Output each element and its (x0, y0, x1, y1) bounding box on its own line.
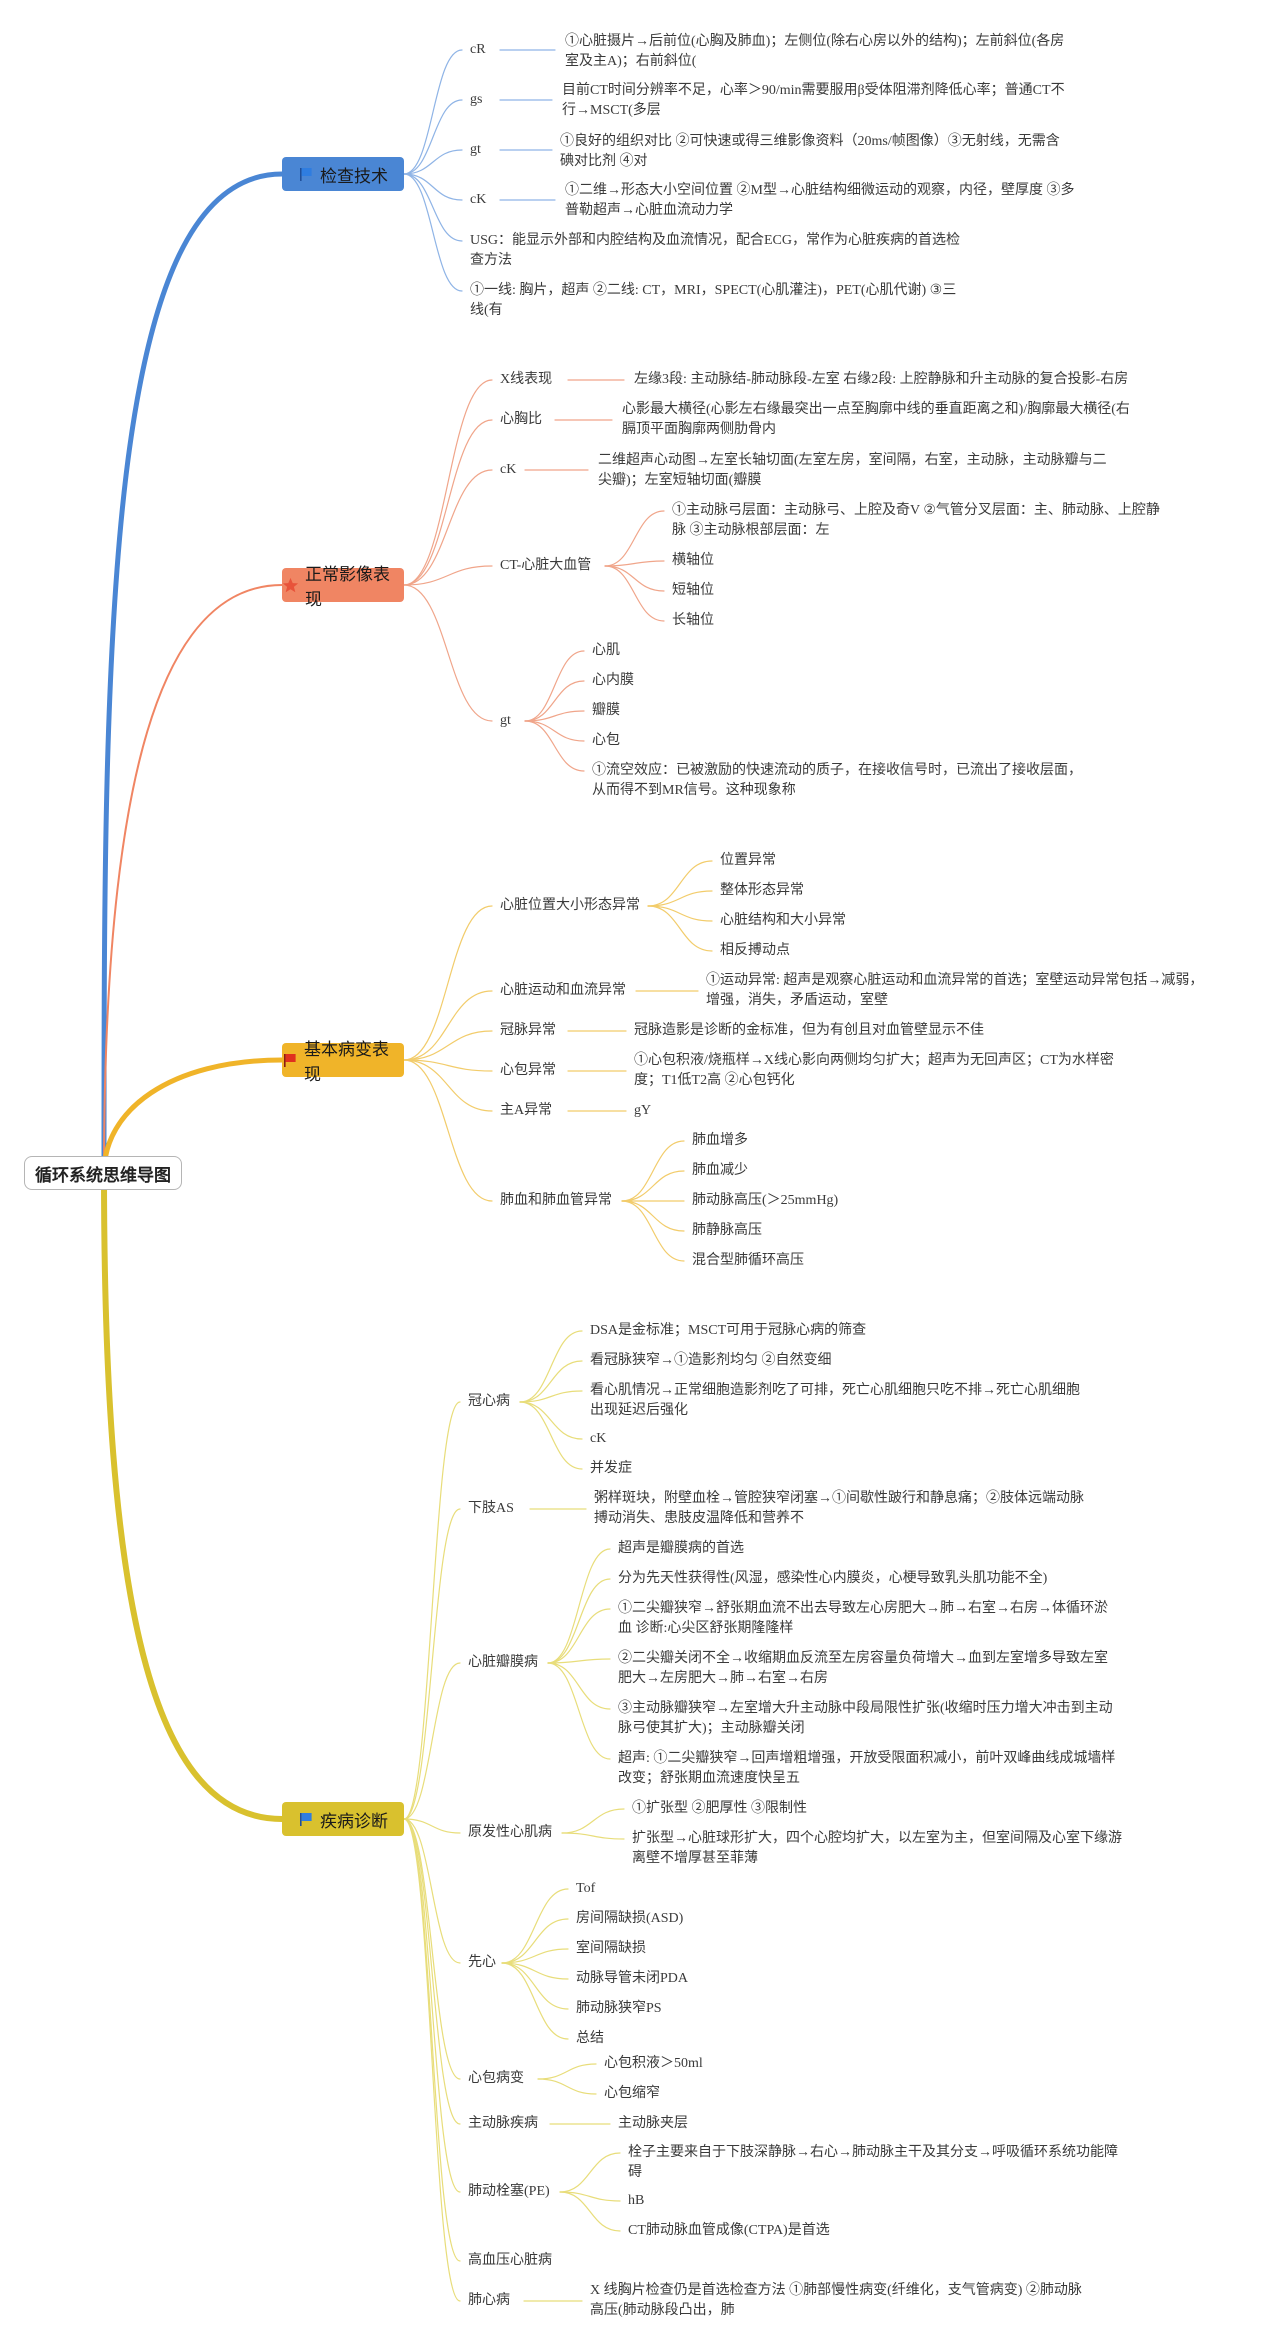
normal-item-ctr[interactable]: 心胸比 (500, 412, 542, 427)
category-exam[interactable]: 检查技术 (282, 157, 404, 191)
disease-peri-child-1: 心包积液＞50ml (604, 2056, 703, 2071)
disease-peri-child-2: 心包缩窄 (604, 2086, 660, 2101)
normal-item-ck[interactable]: cK (500, 462, 517, 477)
basic-item-pericardium-detail: ①心包积液/烧瓶样→X线心影向两侧均匀扩大；超声为无回声区；CT为水样密度；T1… (634, 1053, 1114, 1088)
normal-gt-child-4: 心包 (592, 733, 620, 748)
disease-chd-child-1: DSA是金标准；MSCT可用于冠脉心病的筛查 (590, 1323, 867, 1338)
disease-item-pericardial[interactable]: 心包病变 (468, 2071, 524, 2086)
disease-item-hypertensive[interactable]: 高血压心脏病 (468, 2253, 552, 2268)
basic-position-child-4: 相反搏动点 (720, 943, 790, 958)
disease-valve-child-3: ①二尖瓣狭窄→舒张期血流不出去导致左心房肥大→肺→右室→右房→体循环淤血 诊断:… (618, 1601, 1108, 1636)
basic-item-pericardium[interactable]: 心包异常 (500, 1063, 556, 1078)
disease-chd-child-5: 并发症 (590, 1461, 632, 1476)
category-disease[interactable]: 疾病诊断 (282, 1802, 404, 1836)
disease-valve-child-2: 分为先天性获得性(风湿，感染性心内膜炎，心梗导致乳头肌功能不全) (618, 1571, 1048, 1586)
category-disease-label: 疾病诊断 (320, 1811, 388, 1831)
basic-item-coronary[interactable]: 冠脉异常 (500, 1023, 556, 1038)
red-flag-icon (282, 1052, 298, 1068)
normal-item-xray[interactable]: X线表现 (500, 372, 553, 387)
disease-item-cardiomyopathy[interactable]: 原发性心肌病 (468, 1825, 552, 1840)
basic-item-aorta-detail: gY (634, 1103, 652, 1118)
disease-cong-child-6: 总结 (576, 2031, 604, 2046)
root-node[interactable]: 循环系统思维导图 (24, 1156, 182, 1190)
disease-cong-child-1: Tof (576, 1881, 596, 1896)
normal-item-gt[interactable]: gt (500, 713, 511, 728)
normal-gt-child-1: 心肌 (592, 643, 620, 658)
category-basic-label: 基本病变表现 (304, 1040, 389, 1084)
disease-cong-child-4: 动脉导管未闭PDA (576, 1971, 689, 1986)
exam-item-gs[interactable]: gs (470, 92, 483, 107)
basic-position-child-3: 心脏结构和大小异常 (720, 913, 846, 928)
disease-pe-child-1: 栓子主要来自于下肢深静脉→右心→肺动脉主干及其分支→呼吸循环系统功能障碍 (628, 2145, 1118, 2180)
disease-valve-child-6: 超声: ①二尖瓣狭窄→回声增粗增强，开放受限面积减小，前叶双峰曲线成城墙样改变；… (618, 1751, 1116, 1786)
normal-item-ct-heart[interactable]: CT-心脏大血管 (500, 558, 592, 573)
disease-cm-child-2: 扩张型→心脏球形扩大，四个心腔均扩大，以左室为主，但室间隔及心室下缘游离壁不增厚… (632, 1831, 1122, 1866)
basic-pulmonary-child-1: 肺血增多 (692, 1133, 748, 1148)
normal-gt-child-5: ①流空效应：已被激励的快速流动的质子，在接收信号时，已流出了接收层面，从而得不到… (592, 763, 1082, 798)
disease-chd-child-2: 看冠脉狭窄→①造影剂均匀 ②自然变细 (590, 1353, 832, 1368)
disease-pe-child-3: CT肺动脉血管成像(CTPA)是首选 (628, 2223, 830, 2238)
blue-flag-icon (298, 1811, 314, 1827)
disease-cm-child-1: ①扩张型 ②肥厚性 ③限制性 (632, 1801, 807, 1816)
normal-ct-child-2: 横轴位 (672, 553, 714, 568)
basic-item-coronary-detail: 冠脉造影是诊断的金标准，但为有创且对血管壁显示不佳 (634, 1023, 984, 1038)
disease-item-cor-pulmonale-detail: X 线胸片检查仍是首选检查方法 ①肺部慢性病变(纤维化，支气管病变) ②肺动脉高… (590, 2283, 1082, 2318)
basic-item-position[interactable]: 心脏位置大小形态异常 (500, 898, 640, 913)
normal-ct-child-4: 长轴位 (672, 613, 714, 628)
category-normal[interactable]: 正常影像表现 (282, 565, 404, 609)
exam-item-gt-detail: ①良好的组织对比 ②可快速或得三维影像资料（20ms/帧图像）③无射线，无需含碘… (560, 134, 1060, 169)
exam-item-cr[interactable]: cR (470, 42, 486, 57)
basic-pulmonary-child-2: 肺血减少 (692, 1163, 748, 1178)
basic-item-aorta[interactable]: 主A异常 (500, 1103, 553, 1118)
disease-cong-child-2: 房间隔缺损(ASD) (576, 1911, 684, 1926)
exam-item-gt[interactable]: gt (470, 142, 481, 157)
exam-item-lines[interactable]: ①一线: 胸片，超声 ②二线: CT，MRI，SPECT(心肌灌注)，PET(心… (470, 283, 957, 318)
basic-item-pulmonary[interactable]: 肺血和肺血管异常 (500, 1193, 612, 1208)
disease-item-valve[interactable]: 心脏瓣膜病 (468, 1655, 538, 1670)
disease-valve-child-5: ③主动脉瓣狭窄→左室增大升主动脉中段局限性扩张(收缩时压力增大冲击到主动脉弓使其… (618, 1701, 1113, 1736)
category-normal-label: 正常影像表现 (305, 565, 390, 609)
category-basic[interactable]: 基本病变表现 (282, 1040, 404, 1084)
blue-flag-icon (298, 166, 314, 182)
exam-item-ck[interactable]: cK (470, 192, 487, 207)
normal-gt-child-3: 瓣膜 (592, 703, 620, 718)
basic-item-motion-detail: ①运动异常: 超声是观察心脏运动和血流异常的首选；室壁运动异常包括→减弱，增强，… (706, 973, 1204, 1008)
exam-item-ck-detail: ①二维→形态大小空间位置 ②M型→心脏结构细微运动的观察，内径，壁厚度 ③多普勒… (565, 183, 1075, 218)
basic-position-child-2: 整体形态异常 (720, 883, 804, 898)
exam-item-cr-detail: ①心脏摄片→后前位(心胸及肺血)；左侧位(除右心房以外的结构)；左前斜位(各房室… (565, 34, 1065, 69)
basic-item-motion[interactable]: 心脏运动和血流异常 (500, 983, 626, 998)
disease-chd-child-4: cK (590, 1431, 607, 1446)
disease-valve-child-4: ②二尖瓣关闭不全→收缩期血反流至左房容量负荷增大→血到左室增多导致左室肥大→左房… (618, 1651, 1108, 1686)
basic-pulmonary-child-5: 混合型肺循环高压 (692, 1253, 804, 1268)
disease-item-chd-congenital[interactable]: 先心 (468, 1955, 496, 1970)
orange-star-icon (282, 577, 299, 594)
normal-item-ck-detail: 二维超声心动图→左室长轴切面(左室左房，室间隔，右室，主动脉，主动脉瓣与二尖瓣)… (598, 453, 1107, 488)
disease-item-aortic[interactable]: 主动脉疾病 (468, 2116, 538, 2131)
category-exam-label: 检查技术 (320, 166, 388, 186)
normal-item-xray-detail: 左缘3段: 主动脉结-肺动脉段-左室 右缘2段: 上腔静脉和升主动脉的复合投影-… (634, 372, 1129, 387)
normal-gt-child-2: 心内膜 (592, 673, 634, 688)
normal-ct-child-3: 短轴位 (672, 583, 714, 598)
basic-pulmonary-child-4: 肺静脉高压 (692, 1223, 762, 1238)
basic-pulmonary-child-3: 肺动脉高压(＞25mmHg) (692, 1193, 839, 1208)
exam-item-usg[interactable]: USG：能显示外部和内腔结构及血流情况，配合ECG，常作为心脏疾病的首选检查方法 (470, 233, 961, 268)
disease-item-cor-pulmonale[interactable]: 肺心病 (468, 2293, 510, 2308)
basic-position-child-1: 位置异常 (720, 853, 776, 868)
disease-chd-child-3: 看心肌情况→正常细胞造影剂吃了可排，死亡心肌细胞只吃不排→死亡心肌细胞出现延迟后… (590, 1383, 1080, 1418)
disease-item-pe[interactable]: 肺动栓塞(PE) (468, 2184, 550, 2199)
normal-item-ctr-detail: 心影最大横径(心影左右缘最突出一点至胸廓中线的垂直距离之和)/胸廓最大横径(右膈… (622, 402, 1130, 437)
disease-cong-child-3: 室间隔缺损 (576, 1941, 646, 1956)
disease-item-chd[interactable]: 冠心病 (468, 1394, 510, 1409)
normal-ct-child-1: ①主动脉弓层面：主动脉弓、上腔及奇V ②气管分叉层面：主、肺动脉、上腔静脉 ③主… (672, 503, 1160, 538)
disease-item-aortic-detail: 主动脉夹层 (618, 2116, 688, 2131)
disease-item-lower-as-detail: 粥样斑块，附壁血栓→管腔狭窄闭塞→①间歇性跛行和静息痛；②肢体远端动脉搏动消失、… (594, 1491, 1084, 1526)
exam-item-gs-detail: 目前CT时间分辨率不足，心率＞90/min需要服用β受体阻滞剂降低心率；普通CT… (562, 83, 1065, 118)
disease-pe-child-2: hB (628, 2193, 645, 2208)
disease-item-lower-as[interactable]: 下肢AS (468, 1501, 514, 1516)
disease-valve-child-1: 超声是瓣膜病的首选 (618, 1541, 744, 1556)
disease-cong-child-5: 肺动脉狭窄PS (576, 2001, 662, 2016)
